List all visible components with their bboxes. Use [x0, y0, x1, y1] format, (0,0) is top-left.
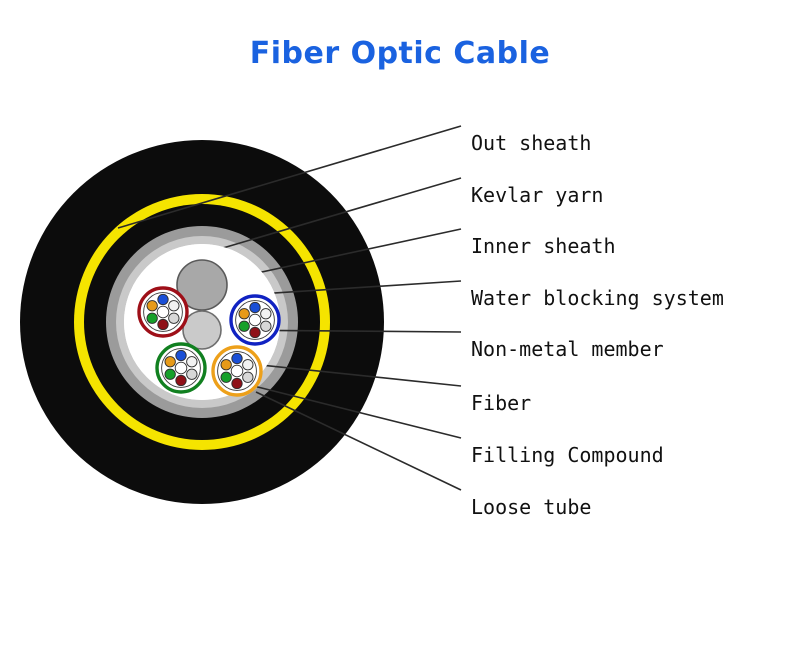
leader-line-out-sheath	[117, 125, 462, 229]
tube-blue-gray-fiber	[260, 320, 272, 332]
tube-green-center-fiber	[174, 361, 188, 375]
tube-green-white-fiber	[186, 356, 198, 368]
label-out-sheath: Out sheath	[471, 131, 592, 155]
label-kevlar-yarn: Kevlar yarn	[471, 183, 604, 207]
leader-line-filling-compound	[229, 379, 462, 439]
tube-red-white-fiber	[168, 300, 180, 312]
label-water-blocking: Water blocking system	[471, 286, 724, 310]
tube-blue-red-fiber	[249, 326, 261, 339]
tube-red-center-fiber	[156, 305, 170, 319]
label-inner-sheath: Inner sheath	[471, 234, 616, 258]
label-fiber: Fiber	[471, 391, 532, 415]
tube-orange-blue-fiber	[231, 352, 243, 365]
label-filling-compound: Filling Compound	[471, 443, 664, 467]
tube-green-orange-fiber	[164, 356, 176, 368]
tube-green-gray-fiber	[186, 368, 198, 380]
leader-line-loose-tube	[255, 391, 462, 491]
tube-orange-red-fiber	[231, 377, 243, 390]
label-loose-tube: Loose tube	[471, 495, 592, 519]
strength-member-lower	[182, 310, 222, 350]
tube-blue-orange-fiber	[238, 308, 250, 320]
tube-orange-white-fiber	[242, 359, 254, 371]
tube-blue-center-fiber	[248, 313, 262, 327]
tube-green-red-fiber	[175, 374, 187, 387]
tube-red-gray-fiber	[168, 312, 180, 324]
tube-green-green-fiber	[164, 368, 176, 380]
tube-orange-center-fiber	[230, 364, 244, 378]
tube-green	[155, 342, 207, 394]
tube-orange-green-fiber	[220, 371, 232, 383]
tube-red	[137, 286, 189, 338]
tube-orange-gray-fiber	[242, 371, 254, 383]
tube-green-blue-fiber	[175, 349, 187, 362]
tube-red-red-fiber	[157, 318, 169, 331]
tube-blue-blue-fiber	[249, 301, 261, 314]
tube-orange-orange-fiber	[220, 359, 232, 371]
tube-blue	[229, 294, 281, 346]
cable-core	[124, 244, 281, 400]
page-title: Fiber Optic Cable	[249, 36, 551, 71]
label-non-metal-member: Non-metal member	[471, 337, 664, 361]
tube-orange	[211, 345, 263, 397]
tube-red-blue-fiber	[157, 293, 169, 306]
tube-red-green-fiber	[146, 312, 158, 324]
tube-red-orange-fiber	[146, 300, 158, 312]
leader-line-fiber	[231, 361, 462, 387]
tube-blue-white-fiber	[260, 308, 272, 320]
tube-blue-green-fiber	[238, 320, 250, 332]
strength-member-upper	[176, 259, 228, 311]
